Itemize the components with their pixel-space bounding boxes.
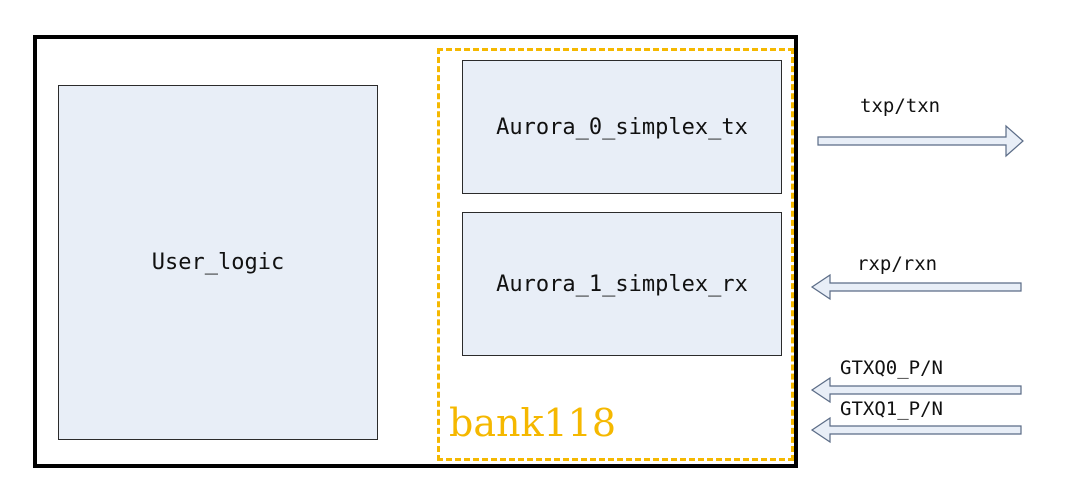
bank-label: bank118 bbox=[449, 401, 617, 445]
aurora-rx-block: Aurora_1_simplex_rx bbox=[462, 212, 782, 356]
bank-boundary bbox=[437, 48, 794, 461]
rx-signal-label: rxp/rxn bbox=[857, 253, 938, 275]
aurora-rx-label: Aurora_1_simplex_rx bbox=[496, 271, 748, 297]
gtxq0-signal-label: GTXQ0_P/N bbox=[840, 357, 943, 379]
tx-arrow bbox=[817, 124, 1024, 158]
gtxq1-arrow bbox=[810, 416, 1022, 444]
user-logic-label: User_logic bbox=[151, 250, 285, 275]
aurora-tx-label: Aurora_0_simplex_tx bbox=[496, 114, 748, 140]
rx-arrow bbox=[810, 273, 1022, 301]
gtxq1-signal-label: GTXQ1_P/N bbox=[840, 398, 943, 420]
gtxq0-arrow bbox=[810, 376, 1022, 404]
user-logic-block: User_logic bbox=[58, 85, 378, 440]
aurora-tx-block: Aurora_0_simplex_tx bbox=[462, 60, 782, 194]
tx-signal-label: txp/txn bbox=[860, 95, 941, 117]
